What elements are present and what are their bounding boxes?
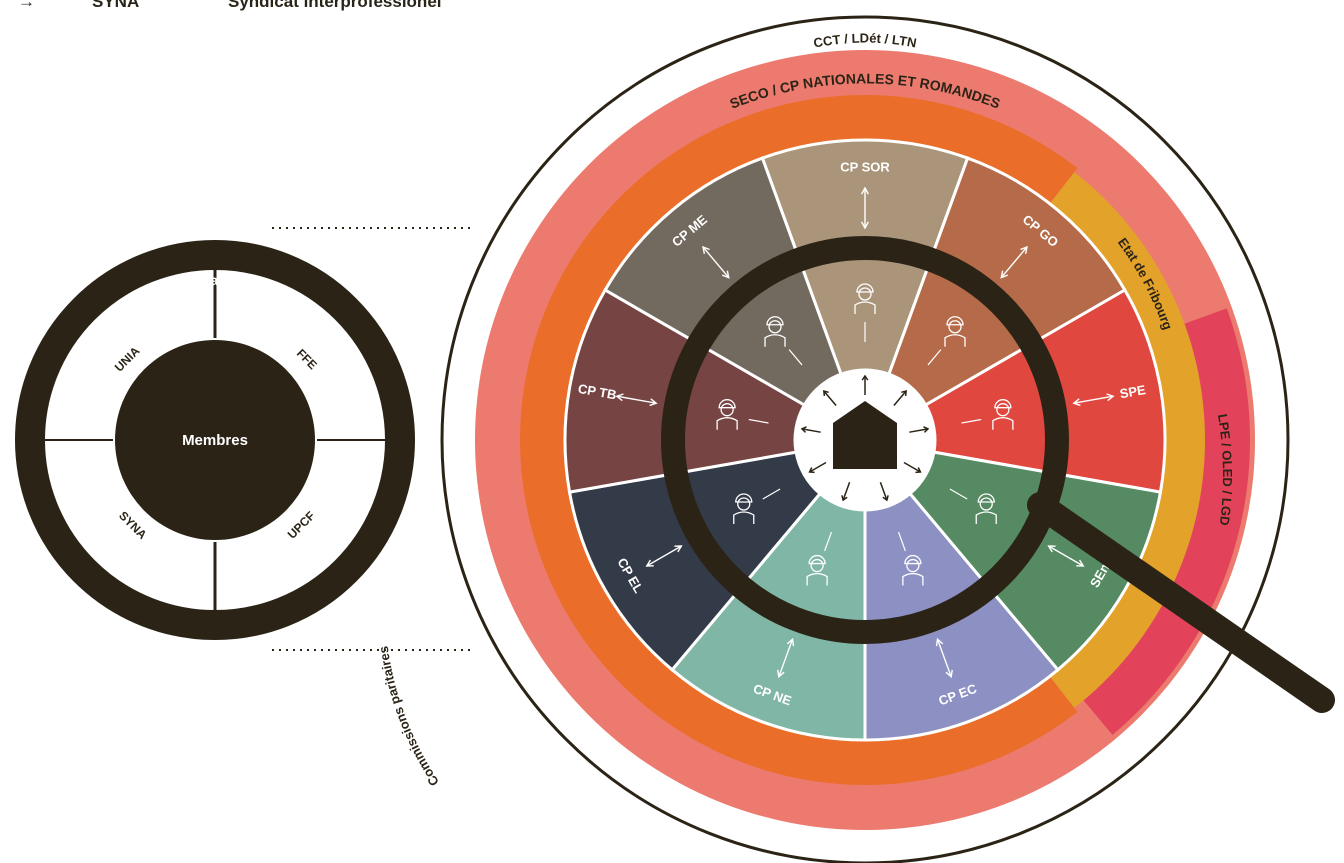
inner-arrow-icon bbox=[897, 531, 906, 552]
header-abbreviation: SYNA bbox=[92, 0, 140, 11]
laws-title: LPE / OLED / LGD bbox=[1215, 413, 1235, 527]
home-icon bbox=[833, 401, 897, 469]
segment-label-cp-tb: CP TB bbox=[577, 381, 618, 403]
laws-band bbox=[1082, 308, 1250, 735]
worker-icon bbox=[944, 316, 966, 347]
arrowhead-icon bbox=[777, 669, 785, 679]
arrowhead-icon bbox=[649, 398, 658, 407]
double-arrow-icon bbox=[616, 395, 657, 404]
members-label: Membres bbox=[182, 432, 248, 449]
double-arrow-icon bbox=[778, 638, 794, 678]
member-unia: UNIA bbox=[112, 344, 143, 375]
double-arrow-icon bbox=[1000, 246, 1028, 279]
arrowhead-icon bbox=[935, 637, 944, 647]
hub-arrow-icon bbox=[809, 461, 827, 473]
double-arrow-icon bbox=[702, 246, 730, 279]
inner-arrow-icon bbox=[788, 349, 803, 366]
hub-arrowhead-icon bbox=[800, 426, 807, 433]
arrowhead-icon bbox=[861, 221, 869, 230]
etat-band bbox=[1049, 172, 1206, 708]
arrowhead-icon bbox=[702, 245, 710, 254]
arrowhead-icon bbox=[1000, 270, 1009, 279]
hub-arrow-icon bbox=[823, 390, 837, 407]
hub-arrow-icon bbox=[893, 390, 907, 407]
inner-arrow-icon bbox=[927, 349, 942, 366]
worker-icon bbox=[806, 554, 828, 586]
member-upcf: UPCF bbox=[285, 509, 318, 542]
hub-arrowhead-icon bbox=[841, 495, 848, 502]
worker-icon bbox=[902, 554, 924, 586]
worker-icon bbox=[764, 316, 786, 347]
arrowhead-icon bbox=[786, 637, 795, 647]
hub-arrowhead-icon bbox=[808, 467, 815, 474]
segment-label-cp-sor: CP SOR bbox=[840, 159, 890, 174]
magnifier-lens bbox=[661, 236, 1069, 644]
arrow-icon: → bbox=[18, 0, 35, 11]
arrowhead-icon bbox=[1072, 398, 1081, 407]
inner-arrow-icon bbox=[961, 418, 982, 424]
hub-arrowhead-icon bbox=[823, 389, 829, 397]
magnifier-icon bbox=[661, 236, 1335, 713]
arrowhead-icon bbox=[674, 545, 683, 553]
arrowhead-icon bbox=[861, 186, 869, 195]
hub-arrow-icon bbox=[879, 482, 888, 501]
worker-icon bbox=[854, 283, 876, 314]
segment-label-spe: SPE bbox=[1119, 382, 1148, 401]
arrowhead-icon bbox=[1047, 545, 1056, 553]
hub-arrowhead-icon bbox=[923, 426, 930, 433]
double-arrow-icon bbox=[646, 545, 682, 567]
inspectorate-ring bbox=[15, 240, 415, 640]
commissions-band bbox=[520, 95, 1078, 786]
double-arrow-icon bbox=[936, 638, 952, 678]
worker-icon bbox=[975, 493, 997, 524]
hub-arrowhead-icon bbox=[861, 374, 869, 381]
worker-icon bbox=[716, 399, 738, 430]
arrowhead-icon bbox=[645, 559, 654, 567]
double-arrow-icon bbox=[1048, 545, 1084, 567]
header-line: → SYNA Syndicat interprofessionel bbox=[0, 0, 700, 12]
arrowhead-icon bbox=[721, 270, 730, 279]
member-syna: SYNA bbox=[116, 508, 150, 542]
hub-arrowhead-icon bbox=[882, 495, 889, 502]
arrowhead-icon bbox=[945, 669, 953, 679]
arrowhead-icon bbox=[615, 393, 624, 402]
arrowhead-icon bbox=[1106, 393, 1115, 402]
inner-arrow-icon bbox=[824, 531, 833, 552]
commissions-title: Commissions paritaires bbox=[376, 645, 442, 789]
hub-arrow-icon bbox=[801, 428, 821, 433]
hub-arrow-icon bbox=[842, 482, 851, 501]
inner-arrow-icon bbox=[748, 418, 769, 424]
header-title: Syndicat interprofessionel bbox=[228, 0, 442, 11]
hub-arrowhead-icon bbox=[915, 467, 922, 474]
cct-title: CCT / LDét / LTN bbox=[812, 31, 918, 51]
magnifier-handle bbox=[1027, 492, 1335, 713]
members-circle bbox=[115, 340, 315, 540]
worker-icon bbox=[992, 399, 1014, 430]
double-arrow-icon bbox=[1073, 395, 1114, 404]
inner-arrow-icon bbox=[949, 488, 968, 500]
inspectorate-group: Membres Inspectorat Chantiers Fribourg U… bbox=[15, 240, 415, 640]
hub-arrowhead-icon bbox=[901, 389, 907, 397]
arrowhead-icon bbox=[1020, 245, 1028, 254]
worker-icon bbox=[733, 493, 755, 524]
arrowhead-icon bbox=[1076, 559, 1085, 567]
inner-arrow-icon bbox=[762, 488, 781, 500]
member-ffe: FFE bbox=[294, 346, 320, 372]
hub-arrow-icon bbox=[903, 461, 921, 473]
hub-arrow-icon bbox=[909, 428, 929, 433]
